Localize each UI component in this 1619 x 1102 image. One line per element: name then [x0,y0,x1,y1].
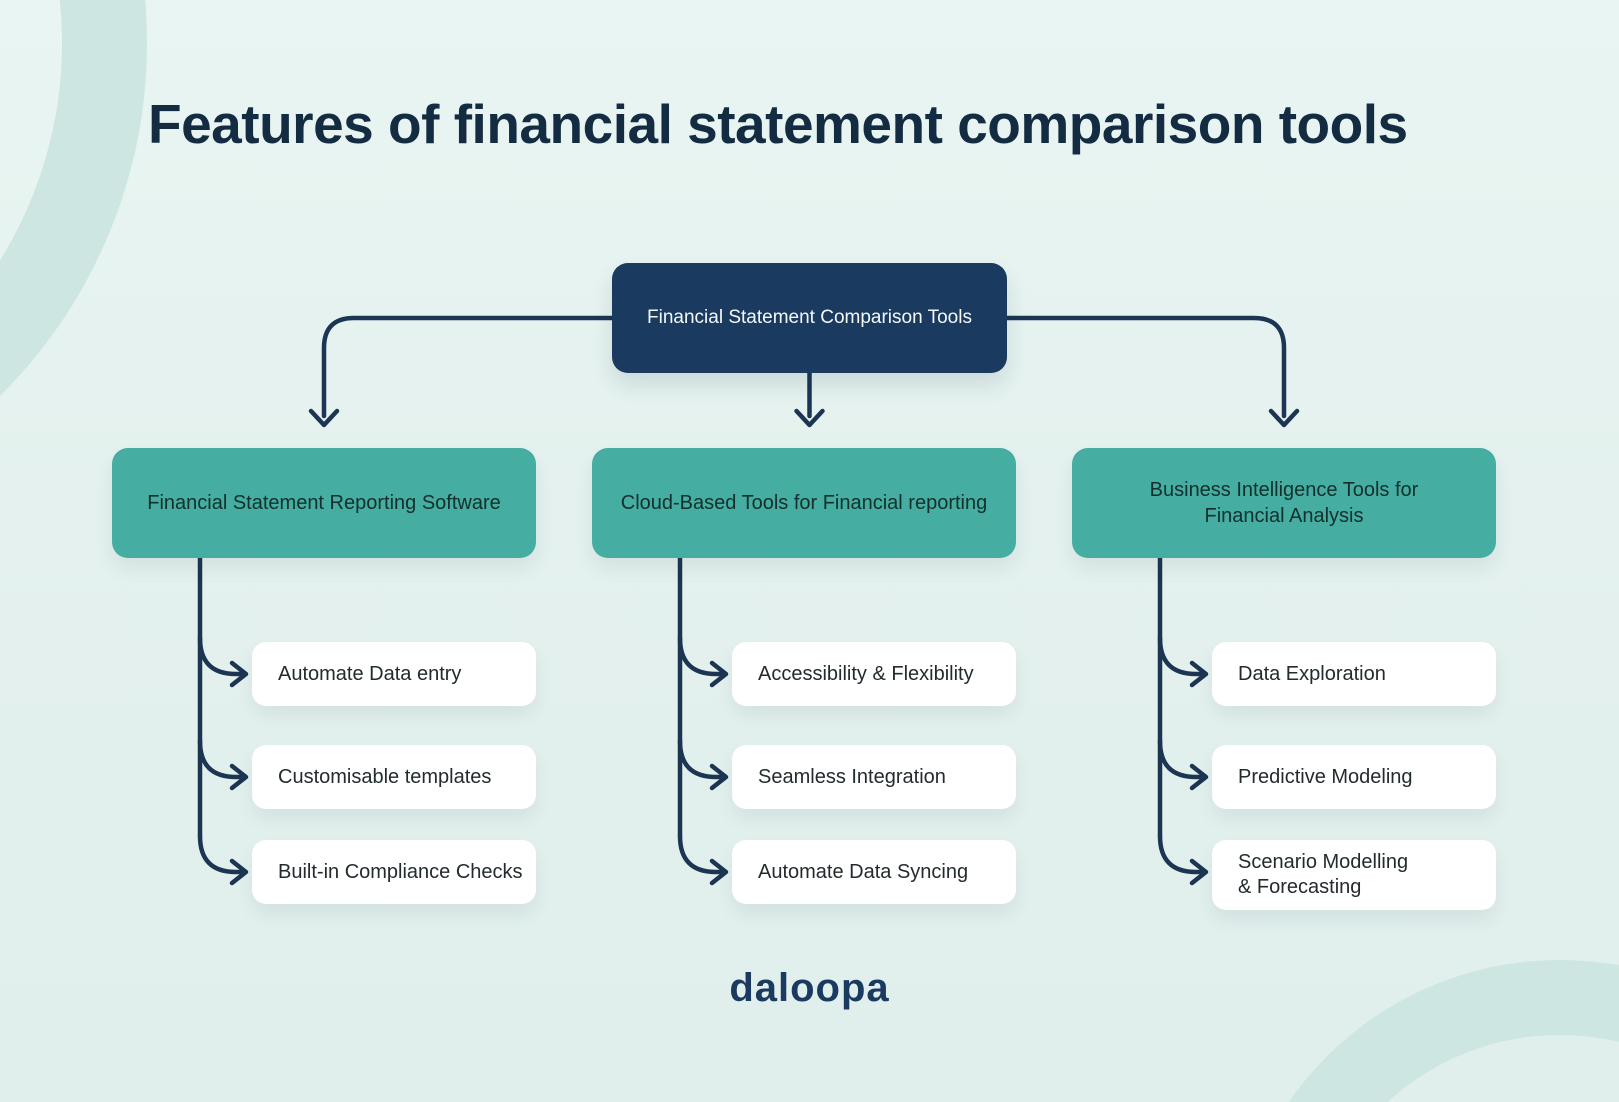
branch-node-business-intelligence-tools: Business Intelligence Tools for Financia… [1072,448,1496,558]
leaf-node-seamless-integration: Seamless Integration [732,745,1016,809]
leaf-node-label: Data Exploration [1238,662,1386,685]
arrowhead-right-2-3 [709,858,729,886]
arrowhead-right-3-3 [1189,858,1209,886]
leaf-node-automate-data-entry: Automate Data entry [252,642,536,706]
leaf-node-scenario-modelling-forecasting: Scenario Modelling & Forecasting [1212,840,1496,910]
connector-root-to-branch-1 [321,315,615,419]
branch-node-label: Financial Statement Reporting Software [147,492,501,514]
leaf-node-customisable-templates: Customisable templates [252,745,536,809]
leaf-node-automate-data-syncing: Automate Data Syncing [732,840,1016,904]
leaf-node-label: Accessibility & Flexibility [758,662,974,685]
connector-branch-1-leaf-3 [197,833,243,875]
branch-node-financial-statement-reporting-software: Financial Statement Reporting Software [112,448,536,558]
daloopa-logo: daloopa [729,966,890,1010]
page-title: Features of financial statement comparis… [148,93,1408,155]
leaf-node-predictive-modeling: Predictive Modeling [1212,745,1496,809]
connector-branch-3-leaf-3 [1157,833,1203,875]
connector-branch-2-leaf-2 [677,738,723,780]
arrowhead-right-1-2 [229,763,249,791]
root-node-label: Financial Statement Comparison Tools [647,307,972,328]
connector-branch-1-leaf-2 [197,738,243,780]
leaf-node-built-in-compliance-checks: Built-in Compliance Checks [252,840,536,904]
connector-root-to-branch-3 [1004,315,1287,419]
arrowhead-down-3 [1268,408,1300,428]
leaf-node-data-exploration: Data Exploration [1212,642,1496,706]
leaf-node-label: Automate Data Syncing [758,860,969,883]
branch-node-label: Cloud-Based Tools for Financial reportin… [620,492,988,514]
branch-node-cloud-based-tools: Cloud-Based Tools for Financial reportin… [592,448,1016,558]
arrowhead-down-1 [308,408,340,428]
connector-branch-1-leaf-1 [197,635,243,677]
leaf-node-label: Predictive Modeling [1238,765,1413,788]
leaf-node-label: Customisable templates [278,765,492,788]
connector-branch-3-leaf-1 [1157,635,1203,677]
connector-branch-3-leaf-2 [1157,738,1203,780]
branch-node-label: Business Intelligence Tools for Financia… [1149,479,1419,527]
arrowhead-right-2-2 [709,763,729,791]
arrowhead-right-2-1 [709,660,729,688]
root-node: Financial Statement Comparison Tools [612,263,1007,373]
arrowhead-right-1-1 [229,660,249,688]
leaf-node-accessibility-flexibility: Accessibility & Flexibility [732,642,1016,706]
leaf-node-label: Built-in Compliance Checks [278,860,523,883]
leaf-node-label: Seamless Integration [758,765,946,788]
arrowhead-right-3-1 [1189,660,1209,688]
arrowhead-right-1-3 [229,858,249,886]
leaf-node-label: Automate Data entry [278,662,462,685]
arrowhead-down-2 [794,408,825,428]
connector-branch-2-leaf-1 [677,635,723,677]
connector-branch-2-leaf-3 [677,833,723,875]
arrowhead-right-3-2 [1189,763,1209,791]
leaf-node-label: Scenario Modelling & Forecasting [1238,851,1409,898]
